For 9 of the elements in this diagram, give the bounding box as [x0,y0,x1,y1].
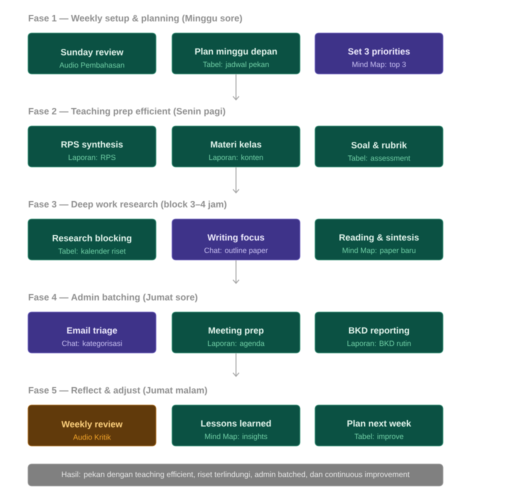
phase-heading: Fase 1 — Weekly setup & planning (Minggu sore) [28,14,242,24]
arrow [232,74,240,100]
arrow [232,352,240,377]
phase-heading: Fase 2 — Teaching prep efficient (Senin pagi) [28,108,226,116]
phase-heading: Fase 5 — Reflect & adjust (Jumat malam) [28,386,207,396]
arrow [232,166,240,194]
phase-heading: Fase 3 — Deep work research (block 3–4 jam) [28,200,226,210]
arrow [232,260,240,284]
phase-heading: Fase 4 — Admin batching (Jumat sore) [28,294,198,302]
